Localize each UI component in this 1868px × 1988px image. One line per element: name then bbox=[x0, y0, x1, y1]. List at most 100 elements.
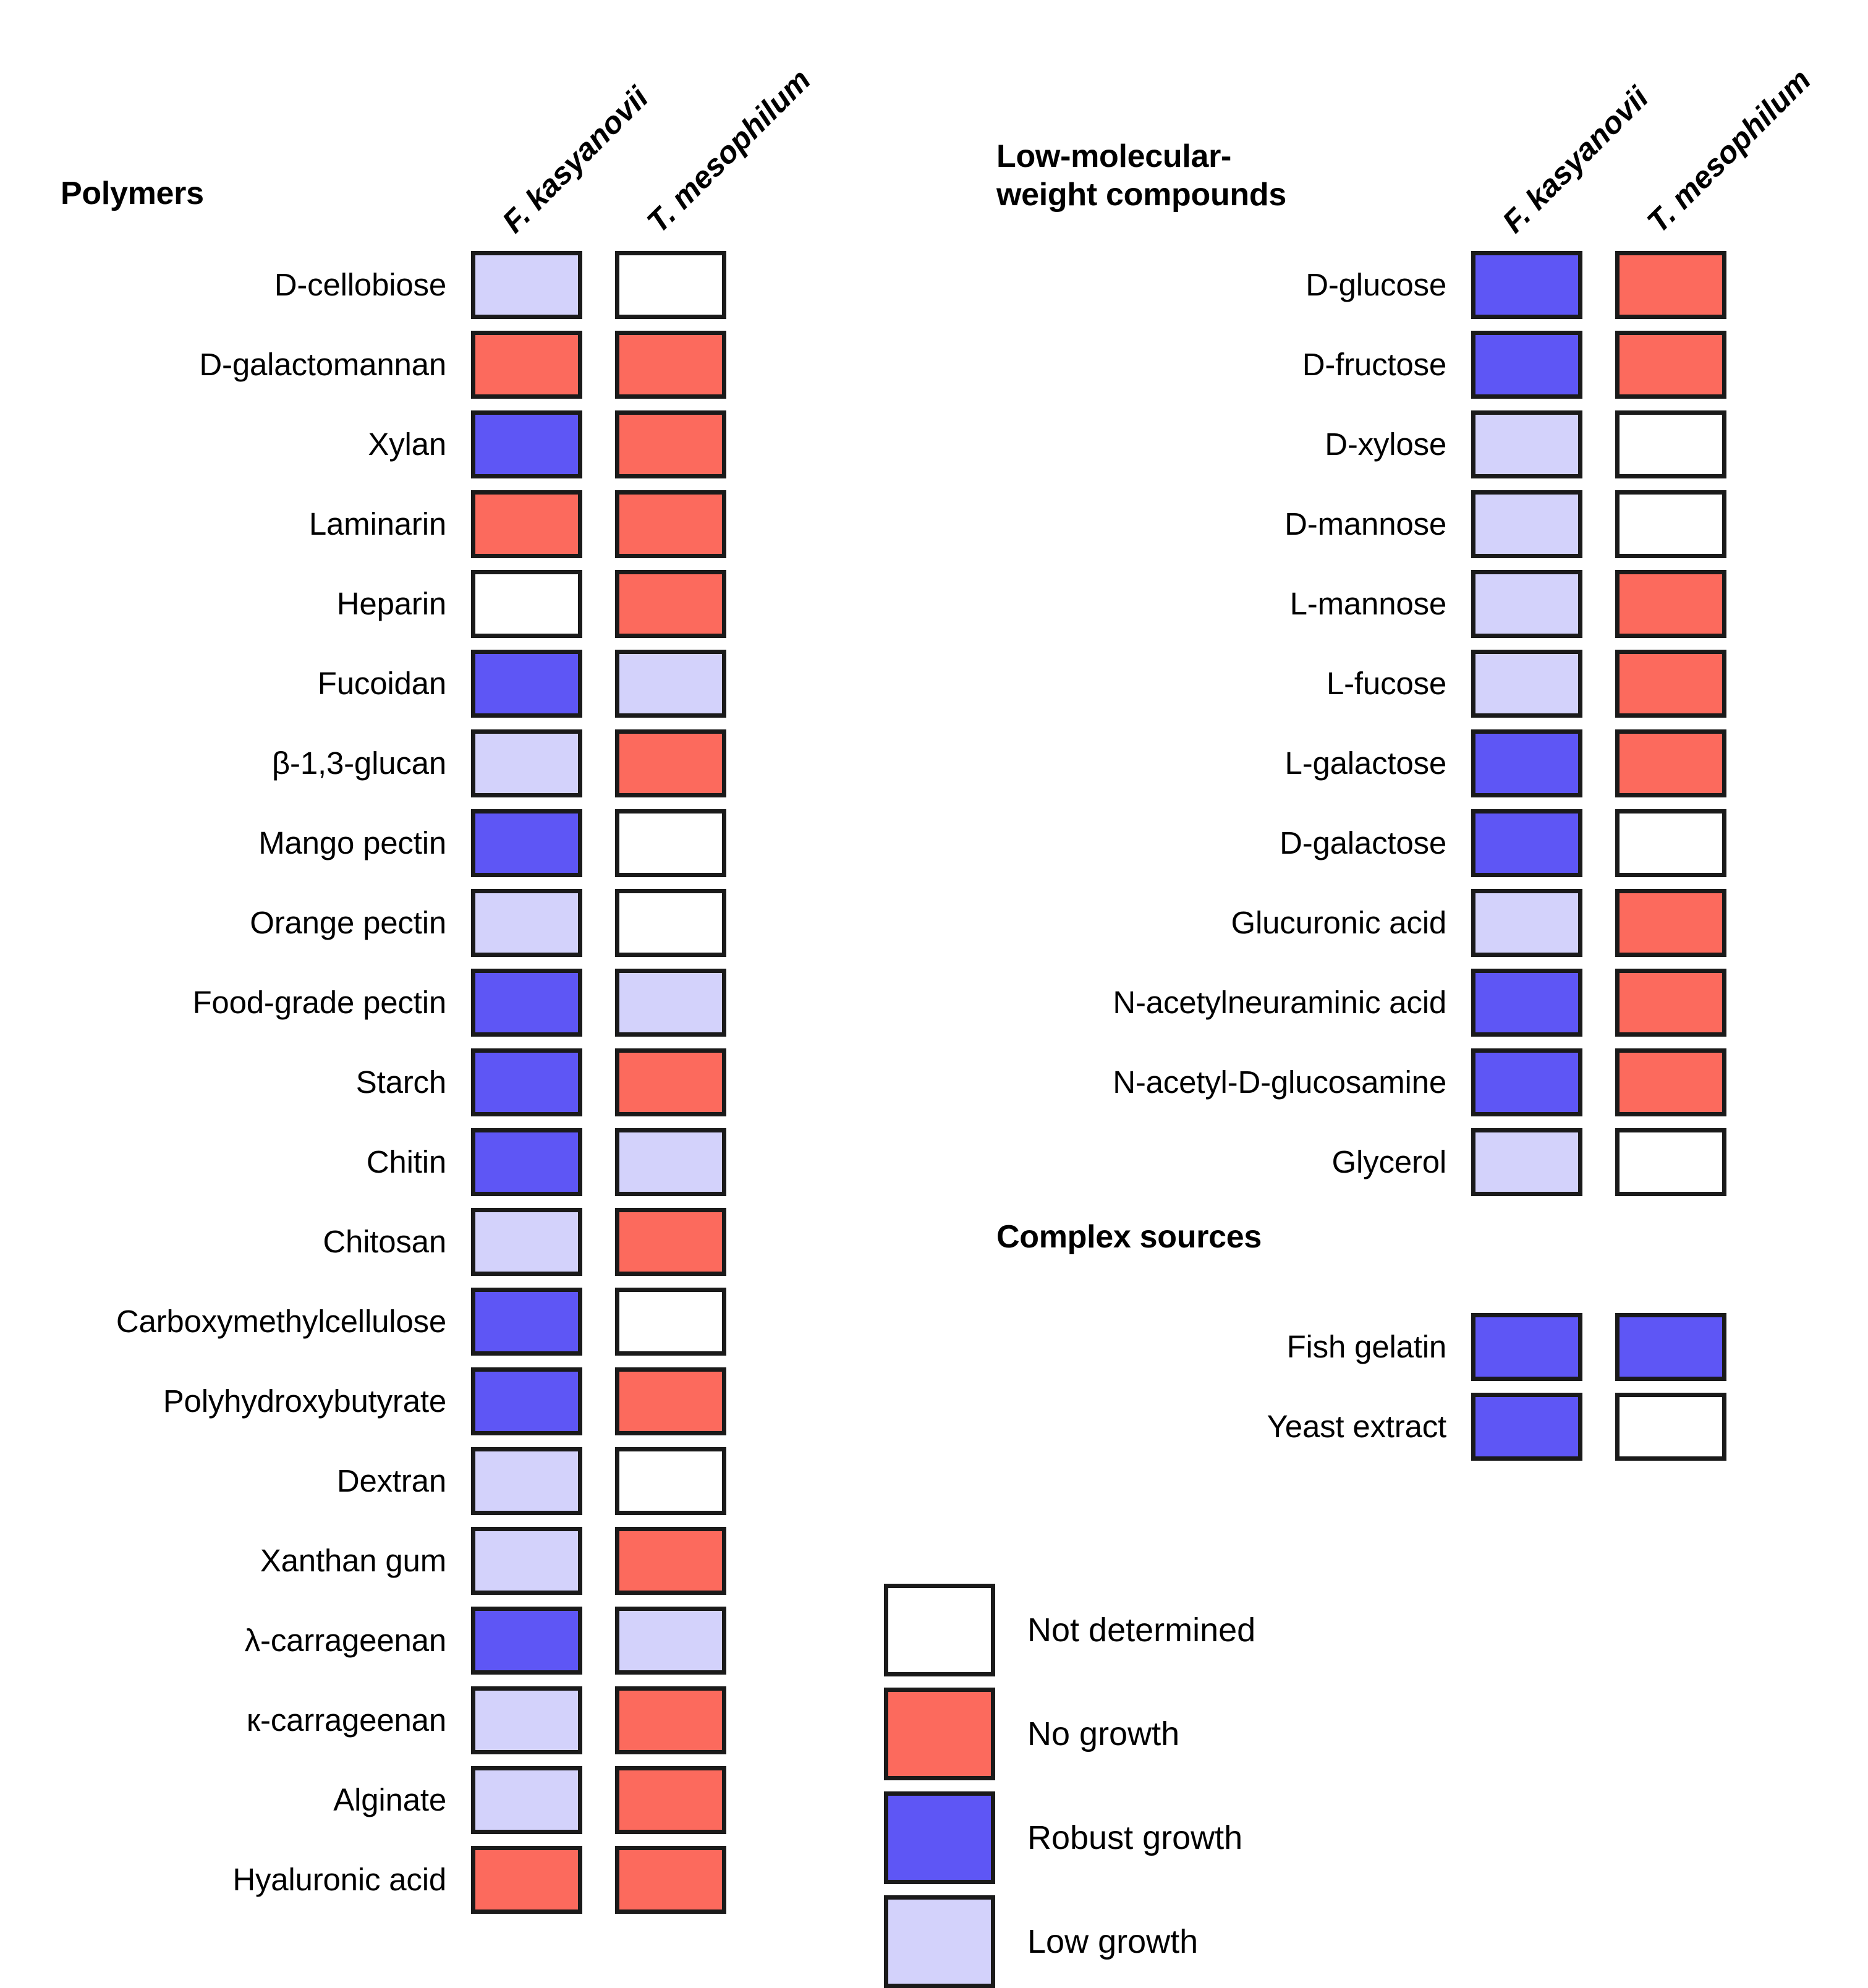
matrix-cell bbox=[1471, 889, 1582, 957]
row-label: Orange pectin bbox=[250, 905, 446, 940]
row-label: Laminarin bbox=[308, 506, 446, 542]
row-label: Fucoidan bbox=[317, 666, 446, 701]
matrix-cell bbox=[615, 251, 726, 319]
row-label: Polyhydroxybutyrate bbox=[163, 1383, 446, 1419]
matrix-cell bbox=[615, 331, 726, 399]
row-label: Chitin bbox=[366, 1144, 446, 1179]
matrix-cell bbox=[1615, 251, 1726, 319]
row-label: β-1,3-glucan bbox=[271, 746, 446, 781]
matrix-cell bbox=[615, 490, 726, 558]
matrix-cell bbox=[471, 1607, 582, 1675]
matrix-cell bbox=[471, 251, 582, 319]
polymers-column-header-t-mesophilum: T. mesophilum bbox=[640, 62, 818, 240]
polymers-section-title: Polymers bbox=[61, 176, 204, 211]
lmw-column-header-t-mesophilum: T. mesophilum bbox=[1640, 62, 1818, 240]
matrix-cell bbox=[615, 809, 726, 877]
matrix-cell bbox=[615, 969, 726, 1037]
row-label: Food-grade pectin bbox=[192, 985, 446, 1020]
matrix-cell bbox=[1615, 331, 1726, 399]
row-label: Xylan bbox=[368, 427, 446, 462]
row-label: Heparin bbox=[336, 586, 446, 621]
row-label: N-acetyl-D-glucosamine bbox=[1113, 1064, 1446, 1100]
matrix-cell bbox=[615, 889, 726, 957]
legend-label: Not determined bbox=[1027, 1612, 1256, 1649]
polymers-column-header-f-kasyanovii: F. kasyanovii bbox=[495, 80, 655, 240]
matrix-cell bbox=[615, 1048, 726, 1116]
matrix-cell bbox=[1615, 889, 1726, 957]
row-label: Dextran bbox=[336, 1463, 446, 1498]
matrix-cell bbox=[615, 729, 726, 797]
matrix-cell bbox=[1471, 1313, 1582, 1381]
row-label: Carboxymethylcellulose bbox=[116, 1304, 446, 1339]
row-label: N-acetylneuraminic acid bbox=[1113, 985, 1446, 1020]
matrix-cell bbox=[471, 889, 582, 957]
row-label: к-carrageenan bbox=[246, 1702, 446, 1738]
matrix-cell bbox=[1471, 251, 1582, 319]
matrix-cell bbox=[615, 1527, 726, 1595]
row-label: D-xylose bbox=[1325, 427, 1446, 462]
row-label: Alginate bbox=[333, 1782, 446, 1817]
matrix-cell bbox=[615, 570, 726, 638]
lmw-column-header-f-kasyanovii: F. kasyanovii bbox=[1495, 80, 1655, 240]
matrix-cell bbox=[471, 1288, 582, 1356]
row-label: L-fucose bbox=[1326, 666, 1446, 701]
row-label: Glycerol bbox=[1331, 1144, 1447, 1179]
matrix-cell bbox=[1471, 490, 1582, 558]
matrix-cell bbox=[1471, 570, 1582, 638]
legend-label: No growth bbox=[1027, 1715, 1180, 1752]
matrix-cell bbox=[471, 1128, 582, 1196]
matrix-cell bbox=[1471, 650, 1582, 718]
matrix-cell bbox=[1615, 570, 1726, 638]
matrix-cell bbox=[471, 1048, 582, 1116]
matrix-cell bbox=[1615, 1128, 1726, 1196]
row-label: D-galactose bbox=[1280, 825, 1446, 860]
matrix-cell bbox=[1471, 410, 1582, 478]
matrix-cell bbox=[471, 650, 582, 718]
matrix-cell bbox=[471, 331, 582, 399]
matrix-cell bbox=[471, 969, 582, 1037]
matrix-cell bbox=[1471, 1128, 1582, 1196]
matrix-cell bbox=[1471, 1393, 1582, 1461]
matrix-cell bbox=[471, 1447, 582, 1515]
matrix-cell bbox=[1615, 969, 1726, 1037]
row-label: D-galactomannan bbox=[199, 347, 446, 382]
legend-swatch bbox=[884, 1688, 995, 1780]
row-label: L-galactose bbox=[1284, 746, 1447, 781]
matrix-cell bbox=[1471, 729, 1582, 797]
row-label: Fish gelatin bbox=[1286, 1329, 1447, 1364]
matrix-cell bbox=[615, 1607, 726, 1675]
matrix-cell bbox=[471, 1208, 582, 1276]
row-label: Xanthan gum bbox=[260, 1543, 446, 1578]
matrix-cell bbox=[615, 1447, 726, 1515]
row-label: Starch bbox=[355, 1064, 446, 1100]
matrix-cell bbox=[1615, 650, 1726, 718]
row-label: D-mannose bbox=[1284, 506, 1446, 542]
row-label: Yeast extract bbox=[1267, 1409, 1447, 1444]
matrix-cell bbox=[1615, 729, 1726, 797]
matrix-cell bbox=[615, 650, 726, 718]
matrix-cell bbox=[1615, 1313, 1726, 1381]
row-label: D-cellobiose bbox=[274, 267, 446, 302]
row-label: Mango pectin bbox=[258, 825, 446, 860]
legend-label: Low growth bbox=[1027, 1923, 1199, 1960]
matrix-cell bbox=[471, 1527, 582, 1595]
matrix-cell bbox=[471, 809, 582, 877]
matrix-cell bbox=[1615, 410, 1726, 478]
matrix-cell bbox=[471, 1367, 582, 1435]
legend-label: Robust growth bbox=[1027, 1819, 1243, 1856]
matrix-cell bbox=[615, 1846, 726, 1914]
row-label: D-glucose bbox=[1305, 267, 1446, 302]
legend-swatch bbox=[884, 1791, 995, 1884]
matrix-cell bbox=[615, 410, 726, 478]
matrix-cell bbox=[471, 410, 582, 478]
matrix-cell bbox=[615, 1766, 726, 1834]
matrix-cell bbox=[1471, 331, 1582, 399]
row-label: D-fructose bbox=[1302, 347, 1446, 382]
matrix-cell bbox=[471, 1846, 582, 1914]
matrix-cell bbox=[615, 1128, 726, 1196]
matrix-cell bbox=[1471, 1048, 1582, 1116]
matrix-cell bbox=[471, 570, 582, 638]
matrix-cell bbox=[615, 1686, 726, 1754]
matrix-cell bbox=[615, 1208, 726, 1276]
matrix-cell bbox=[615, 1288, 726, 1356]
